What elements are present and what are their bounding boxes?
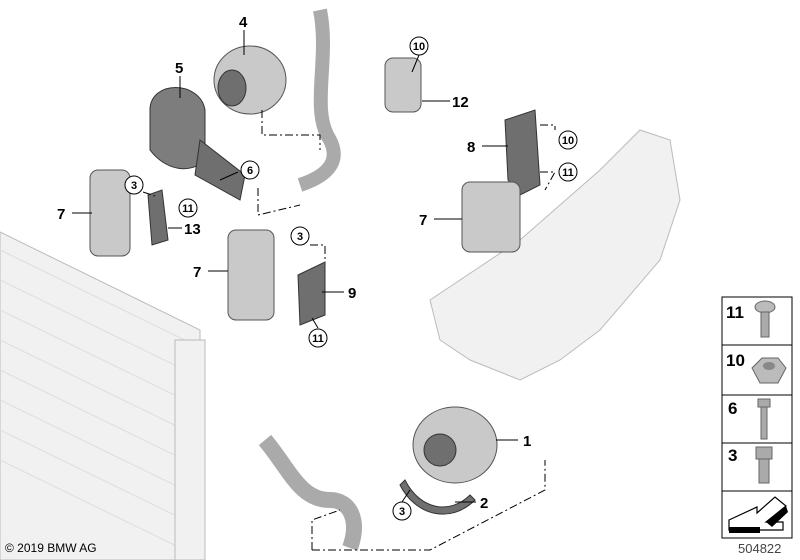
callout-3-left: 3 — [124, 175, 144, 195]
svg-text:10: 10 — [413, 41, 425, 53]
coolant-hose-lower — [258, 434, 362, 551]
callout-3-center: 3 — [290, 226, 310, 246]
callout-13: 13 — [184, 221, 201, 238]
valve-7-center — [227, 229, 275, 321]
diagram-number: 504822 — [738, 541, 782, 556]
callout-11-left: 11 — [178, 198, 198, 218]
leader-lines — [72, 30, 556, 551]
callout-4: 4 — [239, 14, 248, 31]
callout-8: 8 — [467, 139, 475, 156]
valve-7-left — [89, 169, 131, 257]
callout-12: 12 — [452, 94, 469, 111]
callout-11-center: 11 — [308, 328, 328, 348]
hex-nut-icon — [751, 357, 787, 384]
legend-label-6: 6 — [728, 399, 737, 418]
clamp-2 — [399, 479, 476, 515]
legend-label-10: 10 — [726, 351, 745, 370]
legend-label-11: 11 — [726, 303, 744, 322]
callout-10-right: 10 — [558, 130, 578, 150]
callout-3-bottom: 3 — [392, 501, 412, 521]
bracket-8 — [504, 109, 541, 196]
svg-text:3: 3 — [399, 506, 405, 518]
bolt-icon — [757, 398, 771, 440]
copyright: © 2019 BMW AG — [5, 541, 97, 555]
electric-pump-1 — [412, 406, 498, 484]
svg-text:11: 11 — [182, 203, 194, 215]
callout-2: 2 — [480, 495, 488, 512]
coolant-hose-upper — [297, 8, 341, 192]
svg-text:11: 11 — [312, 333, 324, 345]
callout-9: 9 — [348, 285, 356, 302]
legend-label-3: 3 — [728, 446, 737, 465]
callout-10-top: 10 — [409, 36, 429, 56]
callout-11-right: 11 — [558, 162, 578, 182]
direction-arrow-icon — [728, 496, 788, 533]
flange-bolt-icon — [755, 446, 773, 484]
valve-12 — [384, 57, 422, 113]
callout-7-center: 7 — [193, 264, 201, 281]
engine-bracket — [429, 129, 681, 381]
clamp-5 — [149, 87, 246, 201]
bracket-13 — [147, 189, 169, 246]
screw-icon — [754, 300, 776, 338]
svg-text:3: 3 — [297, 231, 303, 243]
fastener-legend: 11 10 6 3 — [721, 296, 793, 539]
callout-7-right: 7 — [419, 212, 427, 229]
electric-pump-4 — [213, 45, 287, 115]
radiator — [0, 231, 206, 560]
callout-5: 5 — [175, 60, 183, 77]
svg-text:6: 6 — [247, 165, 253, 177]
callout-1: 1 — [523, 433, 531, 450]
svg-text:11: 11 — [562, 167, 574, 179]
callout-6: 6 — [240, 160, 260, 180]
valve-7-right — [461, 181, 521, 253]
bracket-9 — [297, 261, 326, 326]
svg-text:10: 10 — [562, 135, 574, 147]
callout-7-left: 7 — [57, 206, 65, 223]
svg-text:3: 3 — [131, 180, 137, 192]
